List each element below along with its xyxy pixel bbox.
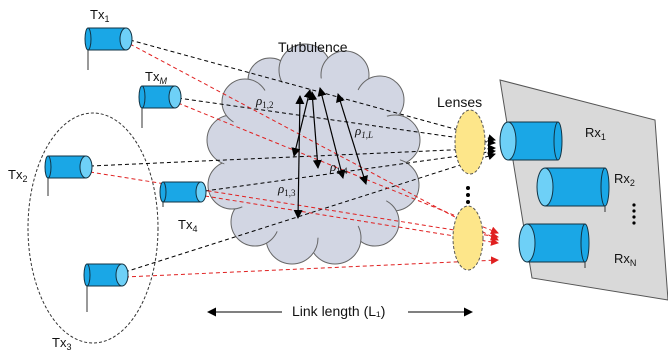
rho-1-l-label: ρ1,L bbox=[355, 123, 374, 140]
rho-1-4-label: ρ1,4 bbox=[330, 159, 348, 176]
tx1-label: Tx1 bbox=[90, 7, 110, 24]
txm-label: TxM bbox=[145, 69, 167, 86]
rx2-receiver bbox=[536, 167, 610, 212]
rx2-label: Rx2 bbox=[614, 171, 635, 188]
correlation-arrows bbox=[291, 87, 368, 219]
txm-transceiver bbox=[138, 85, 182, 128]
tx3-label: Tx3 bbox=[52, 335, 72, 352]
tx4-label: Tx4 bbox=[178, 217, 198, 234]
lens-dots bbox=[466, 186, 470, 204]
turbulence-label: Turbulence bbox=[278, 39, 348, 55]
link-length-label: Link length (L₁) bbox=[292, 303, 386, 319]
rx1-label: Rx1 bbox=[585, 125, 606, 142]
rho-1-2-label: ρ1,2 bbox=[256, 93, 274, 110]
lenses-label: Lenses bbox=[437, 94, 483, 110]
turbulence-cloud bbox=[206, 43, 421, 265]
tx1-transceiver bbox=[84, 27, 133, 70]
black-beams bbox=[89, 39, 496, 273]
tx2-label: Tx2 bbox=[8, 167, 28, 184]
tx2-transceiver bbox=[44, 155, 93, 196]
tx4-transceiver bbox=[159, 181, 207, 207]
rxn-label: RxN bbox=[614, 251, 637, 268]
lens-bottom bbox=[452, 205, 484, 271]
rxn-receiver bbox=[518, 223, 590, 268]
rx1-receiver bbox=[499, 121, 563, 161]
tx3-transceiver bbox=[83, 263, 129, 312]
lens-top bbox=[454, 109, 486, 175]
receiver-dots bbox=[632, 203, 636, 225]
rho-1-3-label: ρ1,3 bbox=[278, 181, 296, 198]
transmitter-array-outline bbox=[27, 112, 159, 344]
